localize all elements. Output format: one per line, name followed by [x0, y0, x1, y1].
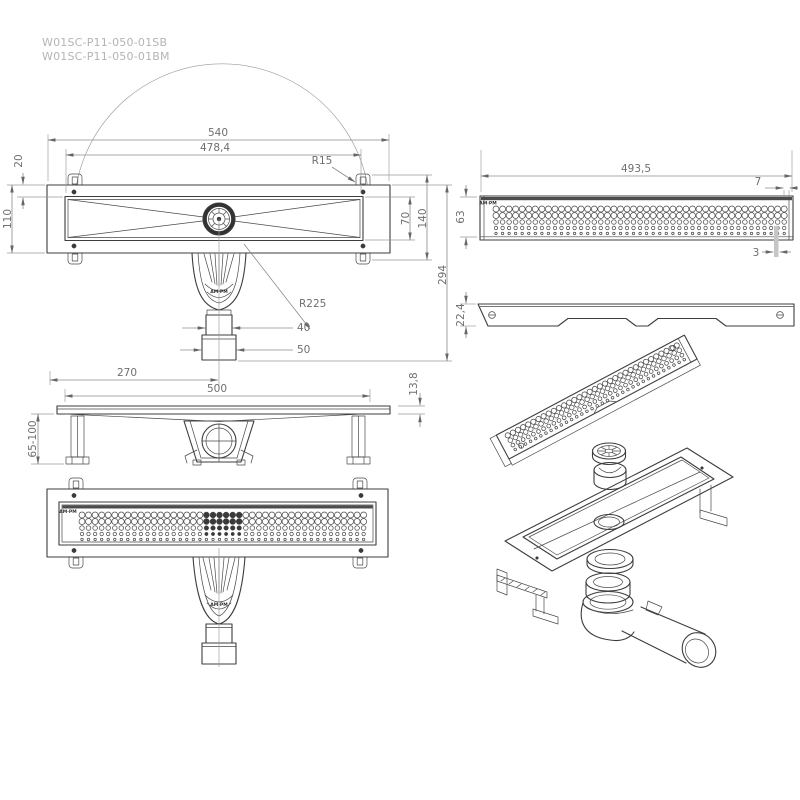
dim-body-length: 500	[207, 383, 227, 395]
dim-frame-height: 22,4	[455, 303, 467, 327]
part-number-1: W01SC-P11-050-01SB	[42, 36, 168, 49]
dim-mount-width: 140	[417, 208, 429, 228]
bottom-trap-funnel	[192, 548, 246, 667]
dim-total-depth: 294	[437, 265, 449, 285]
dim-grate-length: 493,5	[621, 163, 651, 175]
brand-logo-grate-plan: AM·PM	[59, 509, 77, 515]
dim-pipe-diameter: 40	[297, 322, 310, 334]
dim-leg-height-range: 65-100	[27, 420, 39, 457]
frame-side-dimensions: 22,4	[455, 292, 476, 338]
dim-inner-width: 478,4	[200, 142, 230, 154]
exploded-siphon	[580, 548, 717, 668]
exploded-3d-view	[489, 334, 734, 668]
dim-corner-radius: R15	[312, 155, 333, 167]
exploded-strainer	[591, 442, 627, 491]
dim-flange-offset: 20	[13, 154, 25, 167]
part-number-2: W01SC-P11-050-01BM	[42, 50, 170, 63]
exploded-grate	[489, 334, 701, 468]
dim-channel-width: 70	[400, 212, 412, 225]
dim-slot-width: 3	[753, 247, 760, 259]
bottom-plan-view: AM·PM AM·PM	[46, 477, 389, 667]
grate-front-view: AM·PM	[479, 195, 794, 257]
dim-grate-end-gap: 7	[755, 176, 762, 188]
brand-logo-grate-front: AM·PM	[479, 201, 497, 207]
dim-swivel-radius: R225	[299, 298, 326, 310]
dim-body-width: 110	[2, 209, 14, 229]
dim-grate-width: 63	[455, 210, 467, 223]
dim-edge-height: 13,8	[408, 372, 420, 395]
plan-view-dimensions: 540 478,4 R15 20 110 70 140 294	[2, 127, 452, 427]
plan-view: AM·PM	[46, 63, 391, 386]
dim-drain-offset: 270	[117, 367, 137, 379]
trap-funnel	[191, 219, 247, 386]
side-elevation-dimensions: 65-100	[27, 413, 64, 465]
brand-logo-bottom-trap: AM·PM	[210, 602, 228, 608]
grate-front-dimensions: 493,5 7 63 3	[455, 150, 798, 259]
brand-logo-plan-trap: AM·PM	[210, 289, 228, 295]
dim-coupling-diameter: 50	[297, 344, 310, 356]
dim-overall-width: 540	[208, 127, 228, 139]
frame-side-view	[477, 303, 795, 327]
side-elevation-view	[56, 405, 391, 466]
exploded-channel	[496, 447, 734, 625]
